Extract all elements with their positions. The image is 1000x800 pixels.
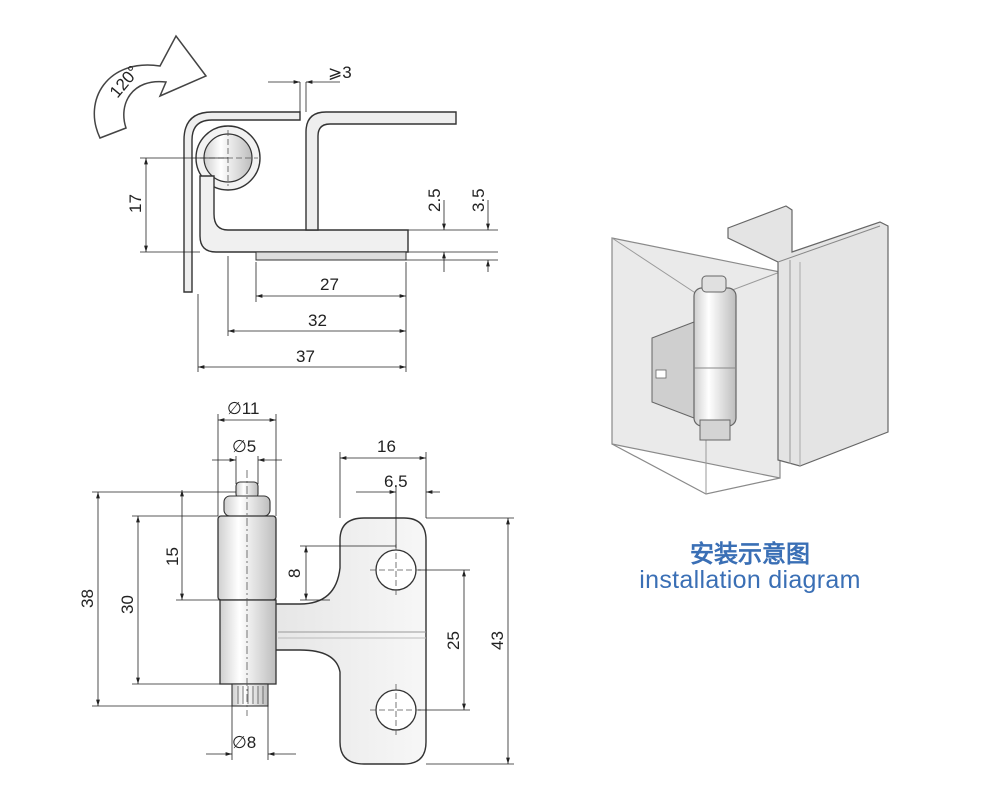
dim-diameter-11: ∅11	[227, 399, 259, 418]
rotation-arrow-icon	[93, 34, 208, 139]
dim-38: 38	[78, 589, 97, 608]
dim-2-5: 2.5	[425, 188, 444, 212]
base-strip	[255, 251, 407, 261]
dim-diameter-5: ∅5	[232, 437, 256, 456]
front-view: ∅11 ∅5 ∅8 16 6.5 38 30 15	[78, 399, 514, 765]
caption-english: installation diagram	[639, 566, 861, 594]
left-leaf	[183, 111, 301, 293]
dim-30: 30	[118, 595, 137, 614]
right-leaf-channel	[305, 111, 457, 231]
dim-37: 37	[296, 347, 315, 366]
knurled-end	[231, 683, 269, 707]
dim-25: 25	[444, 631, 463, 650]
dim-32: 32	[308, 311, 327, 330]
dim-15: 15	[163, 547, 182, 566]
top-view: 120° ⩾3 17 2.5 3.5	[93, 34, 498, 372]
dim-6-5: 6.5	[384, 472, 408, 491]
dim-8: 8	[285, 569, 304, 578]
dim-16: 16	[377, 437, 396, 456]
caption-chinese: 安装示意图	[690, 540, 810, 568]
frame-channel	[727, 205, 889, 467]
dim-diameter-8: ∅8	[232, 733, 256, 752]
installation-illustration	[611, 205, 889, 495]
dim-27: 27	[320, 275, 339, 294]
dim-43: 43	[488, 631, 507, 650]
dim-gap: ⩾3	[328, 63, 352, 82]
barrel-lower	[219, 599, 277, 685]
dim-3-5: 3.5	[469, 188, 488, 212]
dim-17: 17	[126, 194, 145, 213]
installed-barrel	[693, 287, 737, 427]
